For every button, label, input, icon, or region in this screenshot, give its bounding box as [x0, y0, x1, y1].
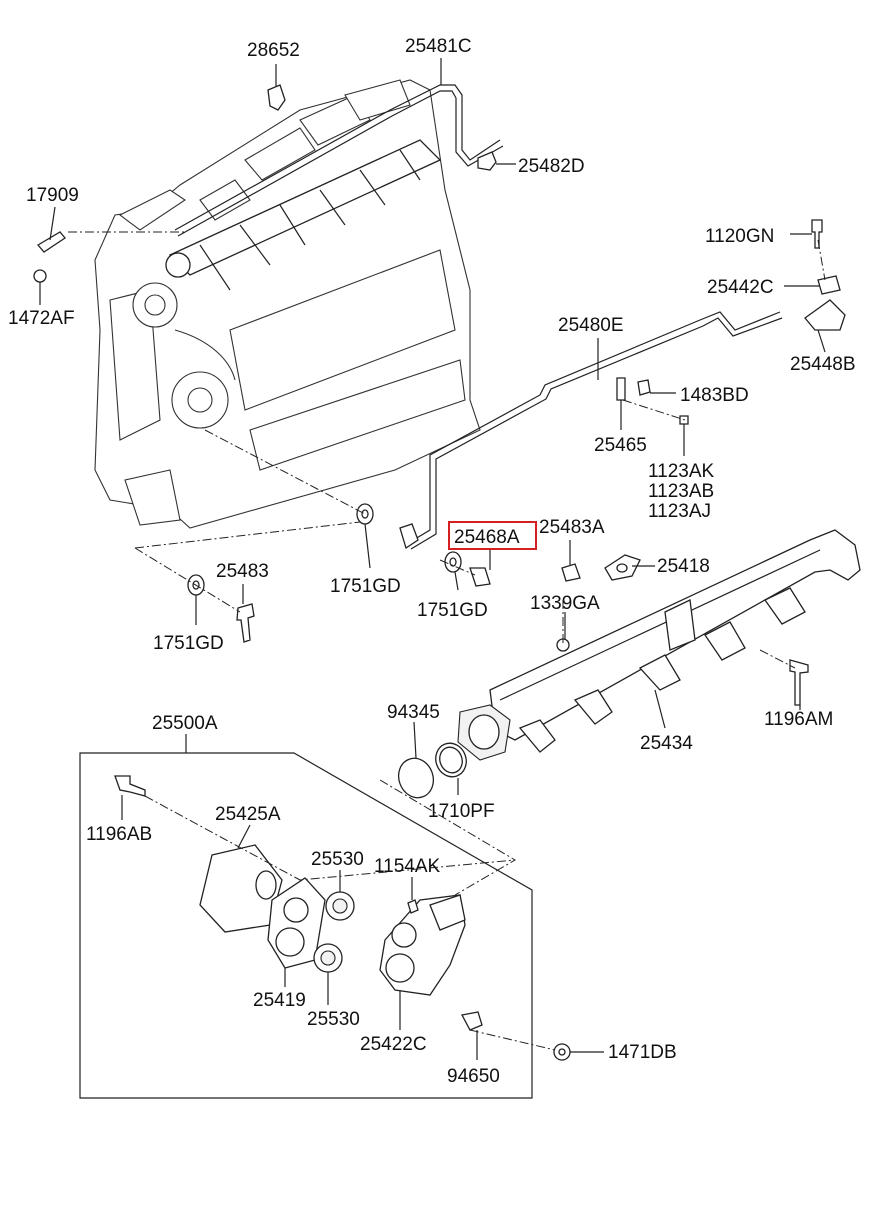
- label-1751GD-lower: 1751GD: [417, 600, 488, 621]
- label-25480E: 25480E: [558, 315, 624, 336]
- label-1483BD: 1483BD: [680, 385, 749, 406]
- label-1751GD-upper: 1751GD: [330, 576, 401, 597]
- label-17909: 17909: [26, 185, 79, 206]
- label-25422C: 25422C: [360, 1034, 427, 1055]
- engine-coolant-rail: [165, 139, 442, 291]
- highlight-box: [448, 521, 537, 550]
- label-25419: 25419: [253, 990, 306, 1011]
- label-1123AJ: 1123AJ: [648, 501, 711, 522]
- label-25418: 25418: [657, 556, 710, 577]
- center-lines: [68, 231, 826, 1051]
- label-25530-lower: 25530: [307, 1009, 360, 1030]
- leader-lines: [39, 58, 826, 1060]
- label-1472AF: 1472AF: [8, 308, 75, 329]
- label-25481C: 25481C: [405, 36, 472, 57]
- thermostat-group-box: [79, 752, 533, 1099]
- label-25500A: 25500A: [152, 713, 218, 734]
- o-rings: [397, 742, 467, 799]
- label-25425A: 25425A: [215, 804, 281, 825]
- label-94650: 94650: [447, 1066, 500, 1087]
- engine-block: [94, 79, 481, 529]
- label-25483: 25483: [216, 561, 269, 582]
- label-25530-upper: 25530: [311, 849, 364, 870]
- label-94345: 94345: [387, 702, 440, 723]
- label-1751GD-left: 1751GD: [153, 633, 224, 654]
- coolant-manifold: [457, 529, 861, 761]
- label-1339GA: 1339GA: [530, 593, 600, 614]
- label-28652: 28652: [247, 40, 300, 61]
- fittings: [187, 503, 641, 652]
- label-1196AM: 1196AM: [764, 709, 833, 730]
- label-1196AB: 1196AB: [86, 824, 152, 845]
- label-1471DB: 1471DB: [608, 1042, 677, 1063]
- label-1710PF: 1710PF: [428, 801, 495, 822]
- label-25442C: 25442C: [707, 277, 774, 298]
- part-labels: 28652 25481C 25482D 17909 1472AF 1120GN …: [8, 36, 856, 1087]
- label-25468A[interactable]: 25468A: [454, 527, 520, 548]
- label-1154AK: 1154AK: [374, 856, 441, 877]
- label-25482D: 25482D: [518, 156, 585, 177]
- label-1123AK: 1123AK: [648, 461, 715, 482]
- label-25465: 25465: [594, 435, 647, 456]
- small-parts-top: [33, 84, 846, 425]
- nut-1471DB: [553, 1043, 571, 1061]
- pipes: [37, 84, 783, 550]
- label-25483A: 25483A: [539, 517, 605, 538]
- label-25448B: 25448B: [790, 354, 856, 375]
- label-1120GN: 1120GN: [705, 226, 774, 247]
- label-25434: 25434: [640, 733, 693, 754]
- label-1123AB: 1123AB: [648, 481, 714, 502]
